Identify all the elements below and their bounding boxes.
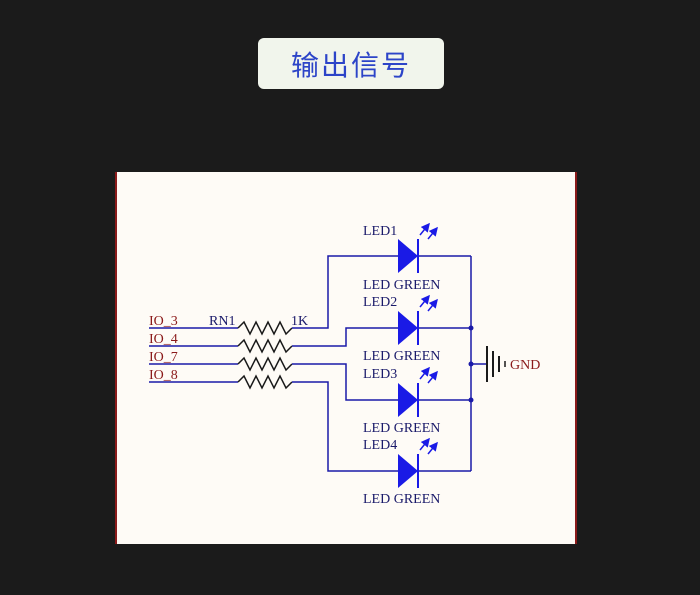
led-2-value: LED GREEN bbox=[363, 349, 440, 364]
resistor-value: 1K bbox=[291, 314, 308, 329]
led-3: LED3 LED GREEN bbox=[363, 366, 440, 436]
led-4-value: LED GREEN bbox=[363, 492, 440, 507]
net-io4: IO_4 bbox=[149, 332, 238, 347]
net-io8: IO_8 bbox=[149, 368, 238, 383]
led-2: LED2 LED GREEN bbox=[363, 294, 440, 364]
resistor-4 bbox=[237, 374, 293, 390]
led-4-ref: LED4 bbox=[363, 438, 397, 453]
net-label-io8: IO_8 bbox=[149, 368, 178, 383]
net-label-io3: IO_3 bbox=[149, 314, 178, 329]
ground-symbol bbox=[486, 346, 506, 382]
net-label-io7: IO_7 bbox=[149, 350, 178, 365]
resistor-2 bbox=[237, 338, 293, 354]
net-io7: IO_7 bbox=[149, 350, 238, 365]
resistor-3 bbox=[237, 356, 293, 372]
net-label-io4: IO_4 bbox=[149, 332, 178, 347]
led-4: LED4 LED GREEN bbox=[363, 437, 440, 507]
wiring bbox=[292, 255, 487, 472]
resistor-network bbox=[237, 320, 293, 390]
led-3-value: LED GREEN bbox=[363, 421, 440, 436]
resistor-ref: RN1 bbox=[209, 314, 235, 329]
led-3-ref: LED3 bbox=[363, 367, 397, 382]
page-title: 输出信号 bbox=[290, 48, 411, 82]
title-banner: 输出信号 bbox=[258, 38, 444, 89]
led-1: LED1 LED GREEN bbox=[363, 222, 440, 293]
led-2-ref: LED2 bbox=[363, 295, 397, 310]
resistor-1 bbox=[237, 320, 293, 336]
led-1-ref: LED1 bbox=[363, 224, 397, 239]
junction-dots bbox=[468, 325, 474, 403]
ground-label: GND bbox=[510, 358, 540, 373]
led-1-value: LED GREEN bbox=[363, 278, 440, 293]
net-io3: IO_3 bbox=[149, 314, 238, 329]
